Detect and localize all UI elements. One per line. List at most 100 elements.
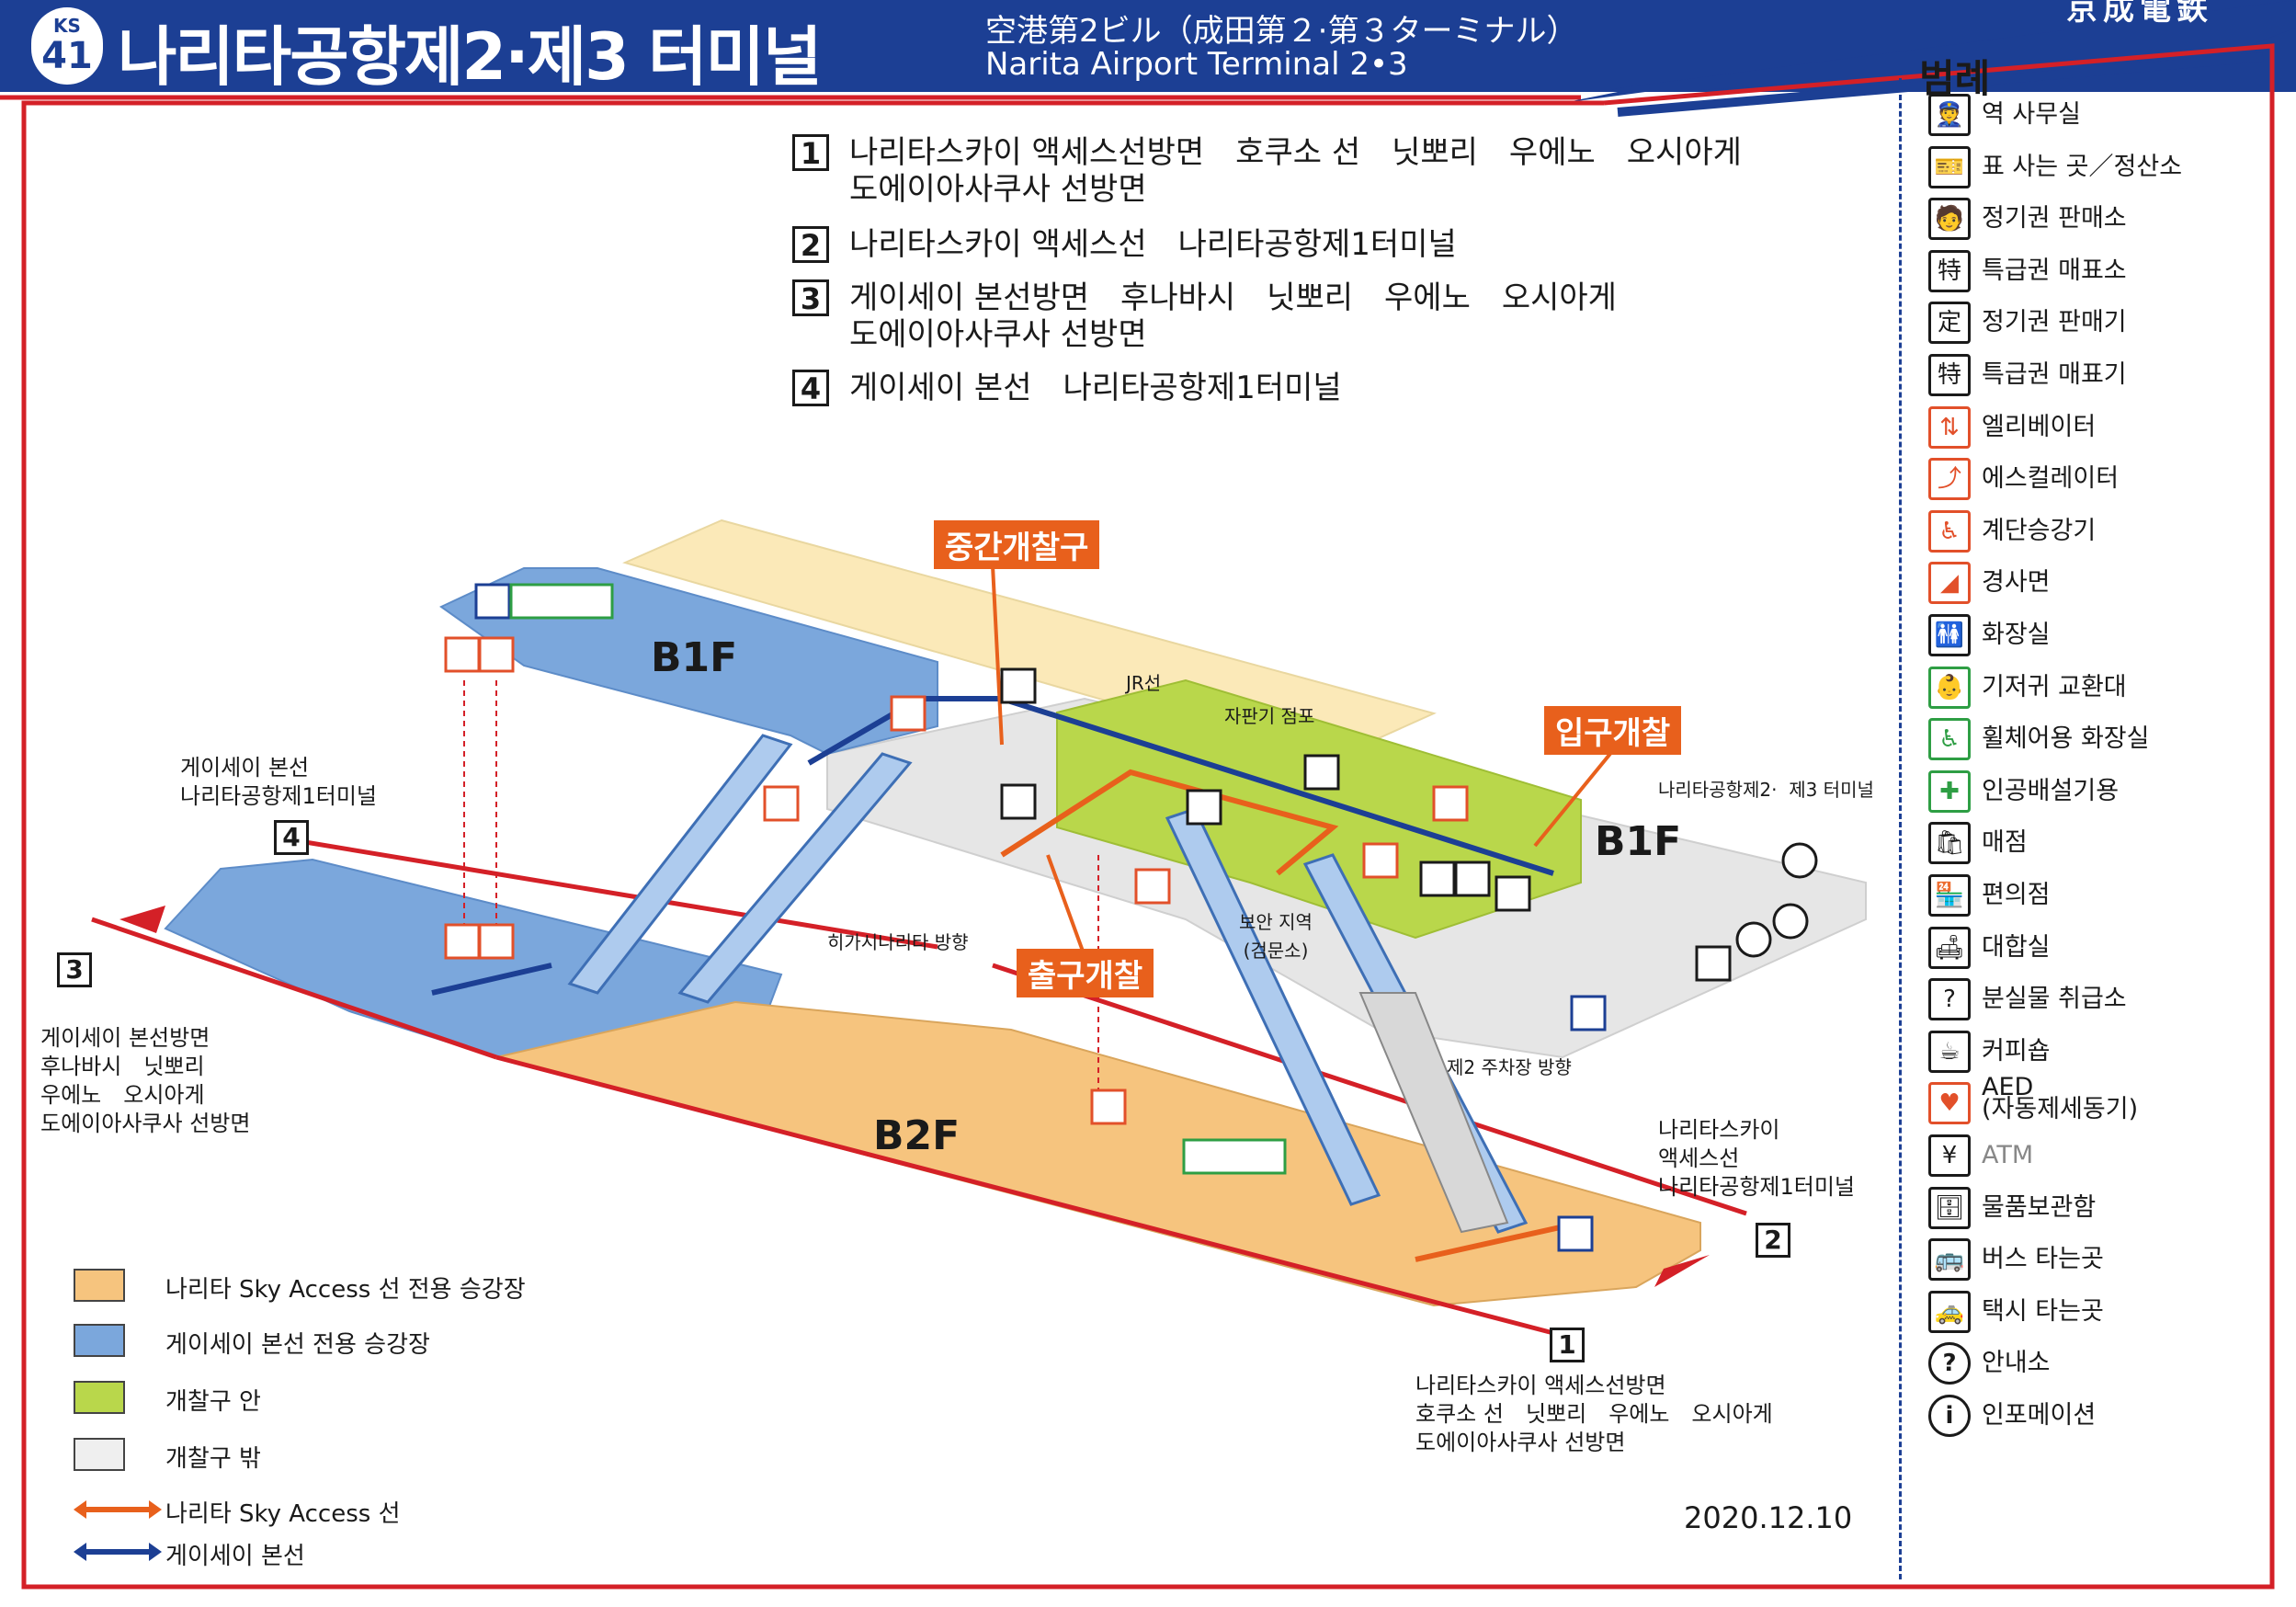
wheelchair-restroom-icon: ♿ <box>1928 718 1971 761</box>
slope-icon: ◢ <box>1928 562 1971 605</box>
label-higashi-narita: 히가시나리타 방향 <box>827 931 969 953</box>
legend-label: ATM <box>1982 1141 2034 1169</box>
skyaccess-route-b1f <box>1000 769 1339 876</box>
direction-3-text: 게이세이 본선방면 후나바시 닛뽀리 우에노 오시아게 도에이아사쿠사 선방면 <box>849 279 1617 353</box>
information-icon: i <box>1928 1395 1971 1437</box>
elevator-icon <box>444 636 481 673</box>
stair-lift-icon: ♿ <box>1928 509 1971 553</box>
legend-divider <box>1899 53 1902 1579</box>
legend-label: 정기권 판매기 <box>1982 308 2127 337</box>
information-desk-icon: ? <box>1928 1342 1971 1385</box>
legend-label: 에스컬레이터 <box>1982 464 2120 494</box>
track-number-3: 3 <box>57 952 92 987</box>
track-1-line <box>495 1054 1554 1336</box>
convenience-store-icon <box>1186 789 1222 826</box>
track-1-caption: 나리타스카이 액세스선방면 호쿠소 선 닛뽀리 우에노 오시아게 도에이아사쿠사… <box>1415 1373 1773 1455</box>
direction-4: 4 게이세이 본선 나리타공항제1터미널 <box>792 370 1342 406</box>
track-4-line <box>293 838 938 950</box>
label-jr: JR선 <box>1126 672 1162 694</box>
station-name-japanese: 空港第2ビル（成田第２·第３ターミナル） <box>985 13 1578 50</box>
legend-label: 특급권 매표기 <box>1982 360 2127 389</box>
track-number-2: 2 <box>1756 1223 1790 1258</box>
elevator-icon <box>478 636 515 673</box>
station-name-korean: 나리타공항제2·제3 터미널 <box>118 19 822 95</box>
escalator-icon <box>1134 868 1171 905</box>
key-label: 게이세이 본선 전용 승강장 <box>165 1331 430 1359</box>
station-office-icon: 👮 <box>1928 94 1971 136</box>
atm-icon: ¥ <box>1928 1134 1971 1177</box>
legend-label: 화장실 <box>1982 621 2051 649</box>
escalator-icon <box>1362 842 1399 879</box>
station-name-english: Narita Airport Terminal 2•3 <box>985 46 1408 83</box>
legend-label: 택시 타는곳 <box>1982 1296 2104 1326</box>
legend-label: 편의점 <box>1982 881 2051 909</box>
commuter-pass-office-icon: 🧑 <box>1928 198 1971 241</box>
escalator-middle <box>677 752 913 1004</box>
revision-date: 2020.12.10 <box>1684 1500 1853 1535</box>
restroom-icon <box>474 583 511 620</box>
convenience-store-icon: 🏪 <box>1928 874 1971 917</box>
wheelchair-restroom-icon <box>1182 1138 1287 1175</box>
arrow-track-3 <box>119 906 165 933</box>
track-4-caption: 게이세이 본선 나리타공항제1터미널 <box>180 755 377 809</box>
legend-label: 인공배설기용 <box>1982 776 2120 805</box>
express-ticket-office-icon <box>1495 875 1531 912</box>
key-label: 개찰구 밖 <box>165 1445 261 1473</box>
restroom-icon: 🚻 <box>1928 614 1971 656</box>
legend-title: 범례 <box>1919 56 1991 101</box>
commuter-pass-machine-icon: 定 <box>1928 302 1971 345</box>
key-label: 나리타 Sky Access 선 전용 승강장 <box>165 1276 526 1304</box>
key-double-arrow <box>74 1500 162 1519</box>
keisei-route-b1f <box>807 696 1554 876</box>
track-3-box: 3 <box>792 279 829 316</box>
label-vending: 자판기 점포 <box>1224 705 1315 727</box>
keisei-route-b2f <box>431 963 552 996</box>
stairs-parking <box>1358 992 1509 1234</box>
station-number: 41 <box>41 35 93 77</box>
key-label: 게이세이 본선 <box>165 1543 305 1570</box>
information-icon <box>1735 921 1772 958</box>
atm-icon <box>1303 754 1340 791</box>
track-number-4: 4 <box>274 820 309 855</box>
elevator-icon <box>444 923 481 960</box>
taxi-icon: 🚕 <box>1928 1290 1971 1333</box>
track-2-line <box>992 963 1747 1216</box>
shop-icon: 🛍 <box>1928 822 1971 865</box>
restroom-icon <box>1570 995 1607 1031</box>
legend-label: 특급권 매표소 <box>1982 256 2127 285</box>
express-ticket-office-icon: 特 <box>1928 249 1971 292</box>
express-ticket-machine-icon: 特 <box>1928 354 1971 396</box>
station-office-icon <box>1000 667 1037 704</box>
floor-label-b1f-left: B1F <box>651 634 738 681</box>
escalator-icon <box>890 695 926 732</box>
legend-label: 물품보관함 <box>1982 1192 2097 1222</box>
key-swatch <box>74 1269 125 1302</box>
gate-entrance: 입구개찰 <box>1544 706 1682 755</box>
track-number-1: 1 <box>1550 1328 1585 1362</box>
legend-label: AED (자동제세동기) <box>1982 1073 2139 1124</box>
legend-label: 분실물 취급소 <box>1982 985 2127 1014</box>
legend-label: 계단승강기 <box>1982 516 2097 545</box>
key-swatch <box>74 1324 125 1357</box>
legend-label: 커피숍 <box>1982 1036 2051 1066</box>
direction-4-text: 게이세이 본선 나리타공항제1터미널 <box>849 370 1342 406</box>
key-label: 개찰구 안 <box>165 1388 261 1416</box>
track-4-box: 4 <box>792 370 829 406</box>
express-ticket-machine-icon <box>1419 860 1456 897</box>
direction-3: 3 게이세이 본선방면 후나바시 닛뽀리 우에노 오시아게 도에이아사쿠사 선방면 <box>792 279 1617 353</box>
track-2-caption: 나리타스카이 액세스선 나리타공항제1터미널 <box>1658 1117 1855 1200</box>
information-desk-icon <box>1781 842 1818 879</box>
keisei-logo: 京成電鉄 <box>2066 0 2213 28</box>
diaper-change-icon: 👶 <box>1928 666 1971 709</box>
aed-icon: ♥ <box>1928 1082 1971 1125</box>
key-label: 나리타 Sky Access 선 <box>165 1500 401 1528</box>
aed-icon <box>1432 785 1469 822</box>
floor-label-b1f-right: B1F <box>1595 818 1682 865</box>
label-terminal-direction: 나리타공항제2· 제3 터미널 <box>1658 779 1874 801</box>
track-3-caption: 게이세이 본선방면 후나바시 닛뽀리 우에노 오시아게 도에이아사쿠사 선방면 <box>40 1025 251 1136</box>
coffee-shop-icon: ☕ <box>1928 1030 1971 1073</box>
information-desk-icon <box>1772 903 1809 940</box>
escalator-icon <box>763 785 800 822</box>
